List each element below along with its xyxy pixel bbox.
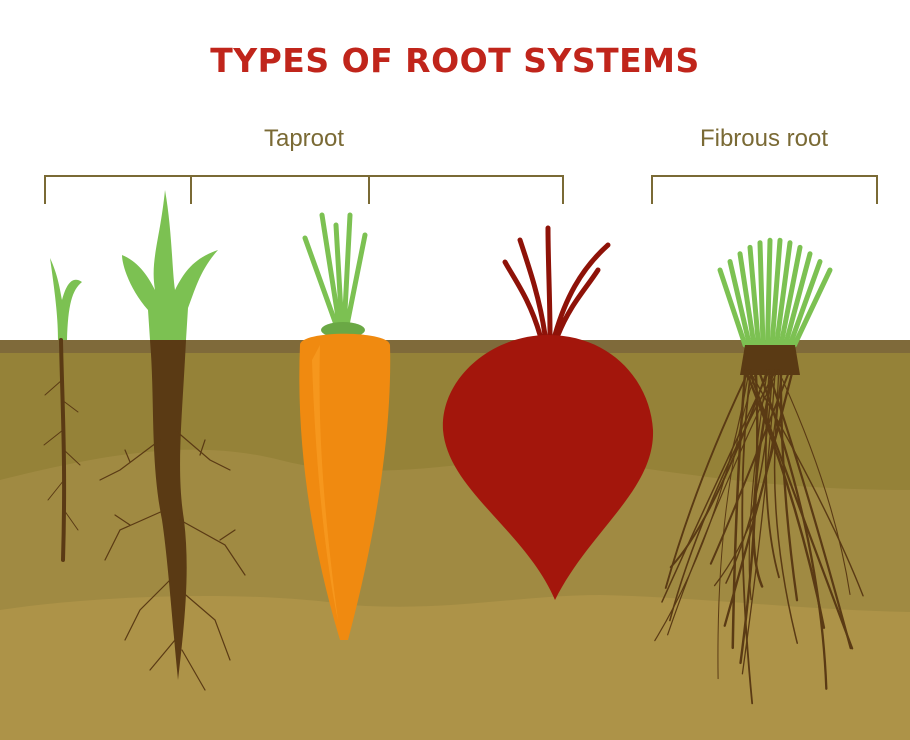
fibrous-root-strand	[779, 368, 799, 602]
fibrous-root-strand	[744, 368, 826, 629]
page-title: TYPES OF ROOT SYSTEMS	[210, 41, 700, 80]
fibrous-root-plant	[654, 237, 864, 705]
grass-blade	[774, 240, 793, 348]
fibrous-root-strand	[741, 369, 776, 675]
fibrous-root-strand	[717, 369, 758, 680]
fibrous-root-strand	[757, 368, 828, 690]
fibrous-root-strand	[741, 369, 754, 705]
fibrous-root-strand	[669, 369, 777, 622]
grass-blade	[778, 244, 803, 348]
fibrous-root-strand	[709, 369, 791, 565]
carrot-plant	[299, 212, 391, 640]
fibrous-root-strand	[739, 368, 759, 665]
grass-blade	[747, 244, 761, 348]
fibrous-root-strand	[654, 369, 750, 642]
grass-blade	[783, 251, 813, 348]
grass-blade	[769, 237, 783, 348]
fibrous-root-label: Fibrous root	[700, 125, 828, 152]
young-taproot-plant	[99, 190, 246, 691]
grass-blade	[787, 259, 823, 348]
fibrous-root-strand	[777, 369, 851, 596]
grass-blade	[727, 259, 752, 348]
fibrous-root-strand	[669, 369, 769, 569]
fibrous-root-bracket	[651, 175, 878, 204]
fibrous-root-strand	[748, 369, 864, 597]
taproot-label: Taproot	[264, 125, 344, 152]
fibrous-root-strand	[664, 369, 751, 589]
fibrous-root-strand	[747, 368, 854, 650]
grass-blade	[792, 267, 833, 348]
taproot-bracket	[44, 175, 564, 204]
seedling-plant	[43, 258, 82, 562]
grass-blade	[757, 240, 766, 348]
grass-blade	[717, 267, 748, 348]
beet-plant	[442, 225, 654, 600]
grass-blade	[737, 251, 757, 348]
grass-blade	[765, 237, 773, 348]
